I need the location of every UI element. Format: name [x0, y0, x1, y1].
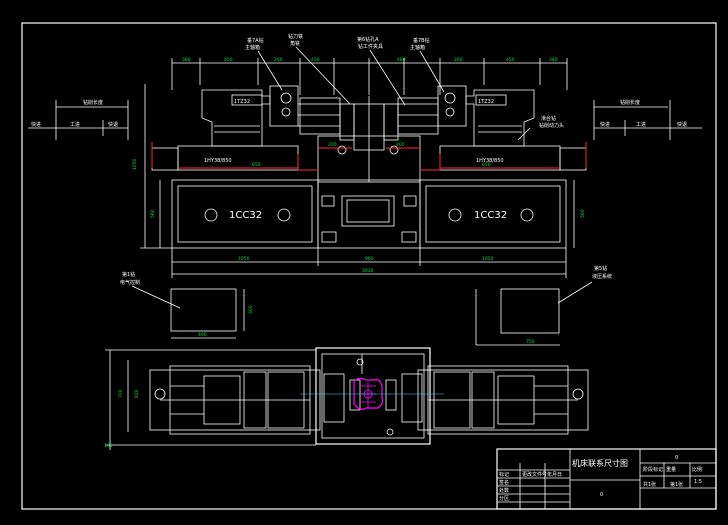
center-base [317, 179, 421, 249]
right-table-title: 钻削长度 [620, 99, 640, 106]
tb-right-2: 重量 [666, 466, 676, 473]
tb-right-3: 比例 [692, 466, 702, 473]
label-top-center-sub: 钻工件夹具 [358, 43, 383, 50]
outer-frame [21, 22, 717, 510]
title-block-title: 机床联系尺寸图 [572, 458, 628, 468]
tb-scale: 1:5 [694, 479, 702, 485]
dim-top-4: 430 [311, 57, 320, 63]
dim-box-right-w: 750 [526, 339, 535, 345]
left-table-c3: 快退 [108, 121, 118, 128]
dim-top-5: 480 [397, 57, 406, 63]
label-top-right: 垂7B钻 [413, 37, 430, 44]
base-right-label: 1CC32 [474, 210, 507, 221]
left-power-head: 1TZ32 [201, 85, 355, 147]
dim-top-1: 380 [182, 57, 191, 63]
plan-view: 700 820 165 [104, 347, 589, 450]
title-block-mark: 0 [600, 492, 603, 498]
dim-plan-h1: 700 [118, 389, 124, 398]
right-power-head: 1TZ32 [383, 85, 535, 147]
dim-height-right: 560 [580, 209, 586, 218]
dim-base-h: 560 [150, 209, 156, 218]
red-dim-center: 650 [252, 162, 261, 168]
label-top-left-sub: 主轴箱 [245, 44, 260, 51]
label-top-center-left-sub: 角铣 [290, 40, 300, 47]
left-slide [177, 145, 299, 171]
tb-right-1: 阶段标记 [643, 466, 663, 473]
dim-plan-total: 165 [104, 443, 113, 449]
dim-height-left: 1050 [132, 158, 138, 170]
head-right-label: 1TZ32 [478, 99, 494, 105]
right-table-c1: 快进 [600, 121, 610, 128]
tb-row-5: 处数 [499, 487, 509, 494]
dim-top-3: 260 [274, 57, 283, 63]
slide-right-label: 1HY38/850 [476, 158, 504, 164]
title-block-mark2: 0 [675, 455, 678, 461]
left-table-c1: 快进 [31, 121, 41, 128]
dim-plan-h2: 820 [134, 389, 140, 398]
center-fixture [317, 96, 421, 183]
dim-top-6: 260 [454, 57, 463, 63]
label-right-side-sub: 钻削动力头 [539, 122, 564, 129]
dim-base-right: 1050 [482, 256, 494, 262]
hydraulic-station: 750 第5钻 液压系统 [475, 265, 612, 346]
label-top-center-left: 钻刀铣 [288, 33, 303, 40]
tb-row-3: 年月日 [547, 471, 562, 478]
tb-row-6: 分区 [499, 495, 509, 502]
left-base: 1CC32 [171, 179, 319, 249]
red-dim-center-r: 650 [482, 162, 491, 168]
elevation-view: 380 450 260 430 480 260 450 380 垂7A钻 主轴箱… [28, 33, 702, 278]
dim-overall: 3030 [362, 268, 374, 274]
tb-sheet2: 第1张 [670, 481, 683, 488]
right-base: 1CC32 [419, 179, 567, 249]
title-block: 机床联系尺寸图 0 0 标记 更改文件号 年月日 签名 处数 分区 阶段标记 重… [496, 448, 717, 510]
label-bottom-left: 第1钻 [122, 271, 135, 278]
right-table-c3: 快退 [677, 121, 687, 128]
head-left-label: 1TZ32 [234, 99, 250, 105]
red-dim-left: 200 [328, 142, 337, 148]
dim-box-left-h: 300 [248, 305, 254, 314]
electrical-cabinet: 第1钻 电气控制 490 300 [120, 271, 254, 339]
label-top-center: 第6钻孔A [357, 36, 379, 43]
left-table-title: 钻削长度 [83, 99, 103, 106]
slide-left-label: 1HY38/850 [204, 158, 232, 164]
label-bottom-right-sub: 液压系统 [592, 273, 612, 280]
left-table-c2: 工进 [70, 121, 80, 128]
left-stroke-table: 钻削长度 快进 工进 快退 [28, 99, 129, 140]
red-dimensions: 200 200 650 650 [151, 142, 587, 171]
tb-sheet: 共1张 [643, 481, 656, 488]
tb-row-2: 更改文件号 [522, 471, 547, 478]
tb-row-1: 标记 [499, 471, 509, 478]
dim-base-left: 1050 [238, 256, 250, 262]
right-stroke-table: 钻削长度 快进 工进 快退 [593, 99, 702, 140]
right-table-c2: 工进 [636, 121, 646, 128]
tb-row-4: 签名 [499, 479, 509, 486]
label-top-left: 垂7A钻 [247, 37, 264, 44]
base-left-label: 1CC32 [229, 210, 262, 221]
dim-top-2: 450 [224, 57, 233, 63]
dim-box-left-w: 490 [198, 332, 207, 338]
label-top-right-sub: 主轴箱 [410, 44, 425, 51]
label-bottom-right: 第5钻 [594, 265, 607, 272]
dim-top-8: 380 [549, 57, 558, 63]
label-bottom-left-sub: 电气控制 [120, 279, 140, 286]
label-right-side: 滑台钻 [541, 115, 556, 122]
dim-top-7: 450 [506, 57, 515, 63]
dim-center: 960 [365, 256, 374, 262]
red-dim-right: 200 [396, 142, 405, 148]
